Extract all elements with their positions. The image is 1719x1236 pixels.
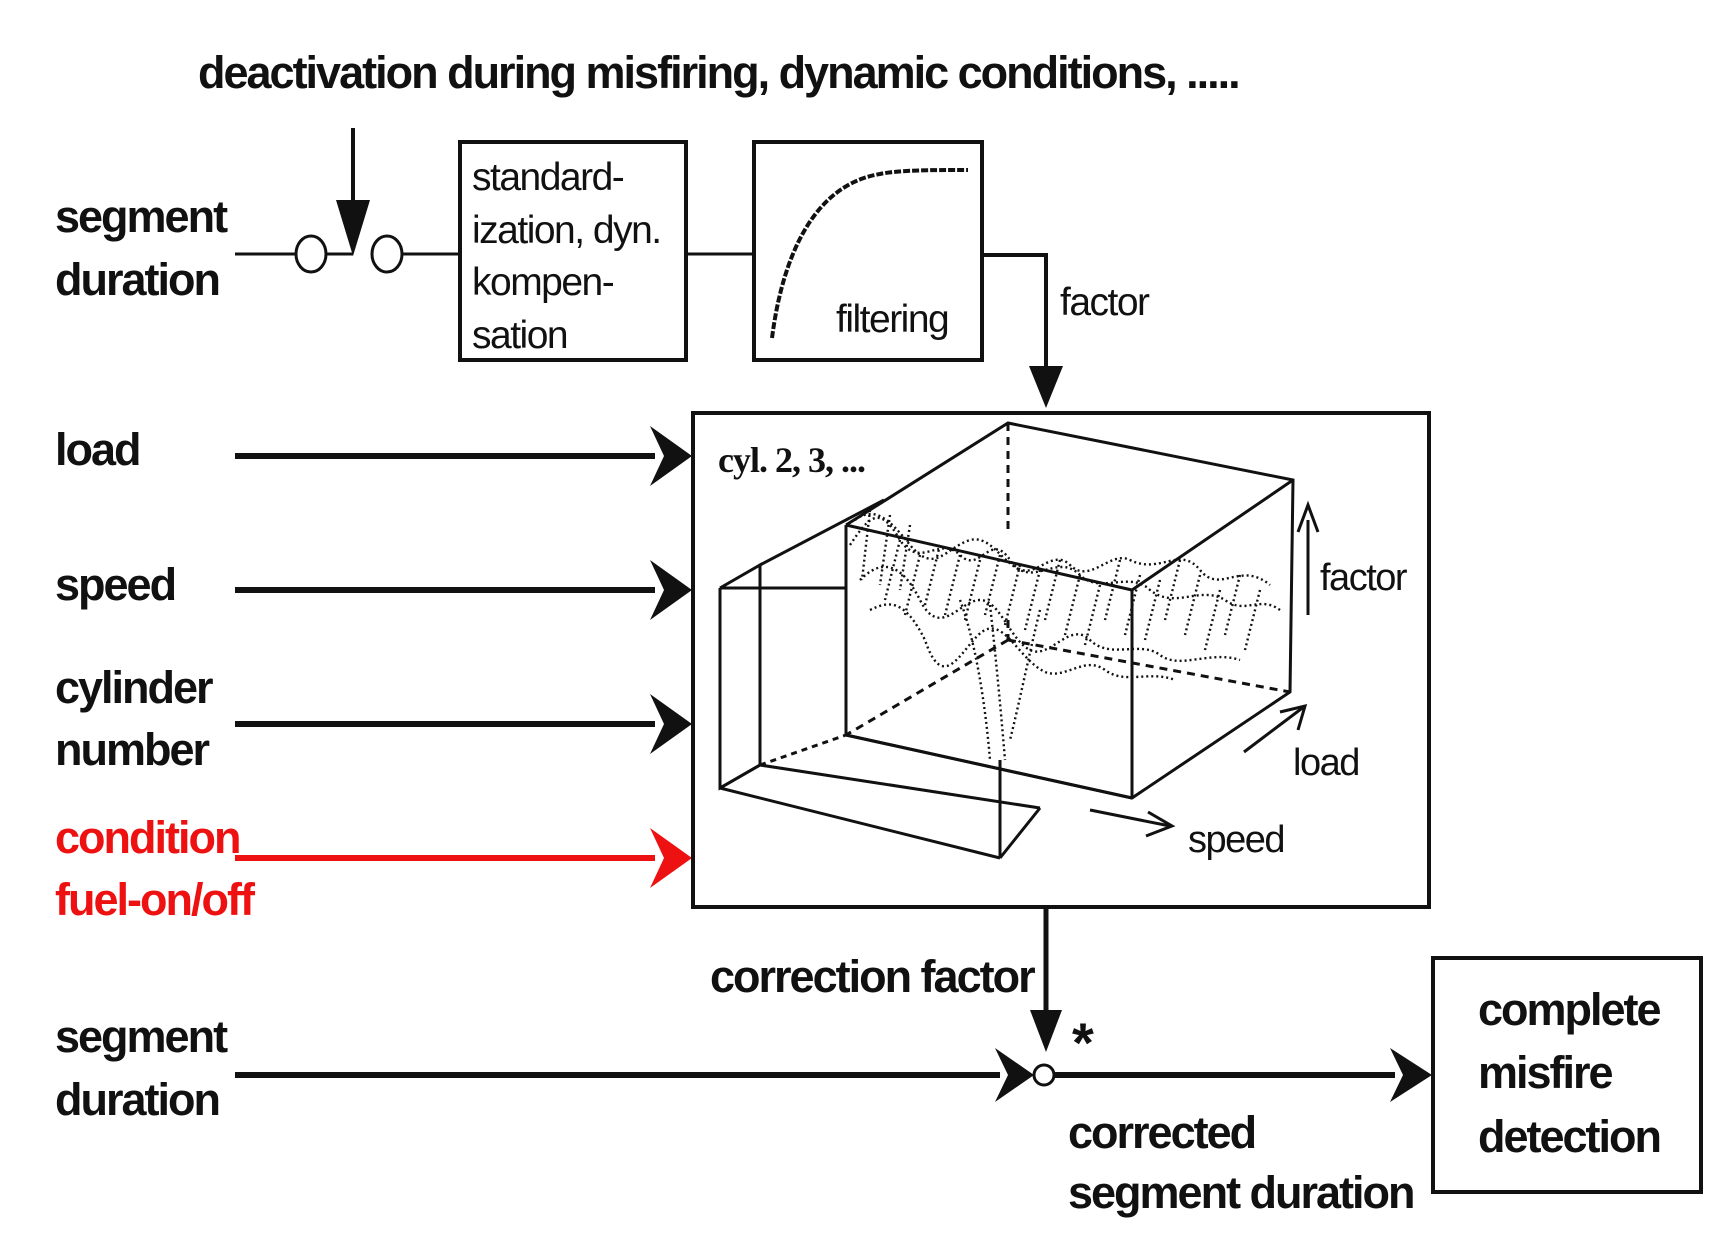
correction-factor-label: correction factor (710, 951, 1035, 1002)
factor-arrow (982, 253, 1063, 408)
map-axis-speed-arrow (1089, 808, 1176, 838)
condition-label-2: fuel-on/off (55, 874, 256, 925)
map-axis-load-arrow (1243, 703, 1308, 754)
segment-duration-bottom-label-2: duration (55, 1074, 219, 1125)
cylinder-number-label-2: number (55, 724, 210, 775)
segment-duration-top-label-2: duration (55, 254, 219, 305)
deactivation-label: deactivation during misfiring, dynamic c… (198, 47, 1239, 98)
complete-label-3: detection (1478, 1111, 1660, 1162)
segment-duration-top-label-1: segment (55, 191, 228, 242)
deactivation-arrow (336, 128, 370, 256)
cylinder-number-label-1: cylinder (55, 662, 213, 713)
characteristic-map-block (691, 411, 1431, 909)
segment-duration-bottom-arrow (235, 1048, 1034, 1102)
misfire-detection-block (1431, 956, 1703, 1194)
factor-label: factor (1060, 281, 1150, 324)
standardization-line-4: sation (472, 314, 567, 357)
load-arrow (235, 426, 692, 486)
correction-factor-arrow (1030, 907, 1062, 1052)
map-axis-factor-label: factor (1320, 557, 1408, 599)
filtering-label: filtering (836, 298, 948, 341)
condition-label-1: condition (55, 812, 239, 863)
load-label: load (55, 424, 140, 475)
map-axis-speed-label: speed (1188, 819, 1284, 861)
multiply-symbol: * (1072, 1011, 1094, 1074)
standardization-block (458, 140, 688, 362)
deactivation-switch (235, 234, 460, 274)
standardization-line-1: standard- (472, 156, 624, 199)
condition-arrow (235, 828, 692, 888)
standardization-line-2: ization, dyn. (472, 209, 661, 252)
map-axis-factor-arrow (1296, 500, 1320, 615)
speed-label: speed (55, 559, 175, 610)
complete-label-1: complete (1478, 984, 1661, 1035)
speed-arrow (235, 560, 692, 620)
standardization-line-3: kompen- (472, 261, 614, 304)
corrected-label-2: segment duration (1068, 1167, 1414, 1218)
map-title: cyl. 2, 3, ... (718, 440, 865, 480)
complete-label-2: misfire (1478, 1047, 1613, 1098)
map-surface-mesh (849, 509, 1281, 761)
filtering-block (752, 140, 984, 362)
filter-curve (770, 168, 969, 339)
segment-duration-bottom-label-1: segment (55, 1011, 228, 1062)
output-arrow (1054, 1048, 1432, 1102)
cylinder-number-arrow (235, 694, 692, 754)
multiplier-node (1032, 1063, 1056, 1087)
corrected-label-1: corrected (1068, 1107, 1255, 1158)
map-axis-load-label: load (1293, 742, 1359, 784)
map-3d-plot (718, 421, 1295, 860)
